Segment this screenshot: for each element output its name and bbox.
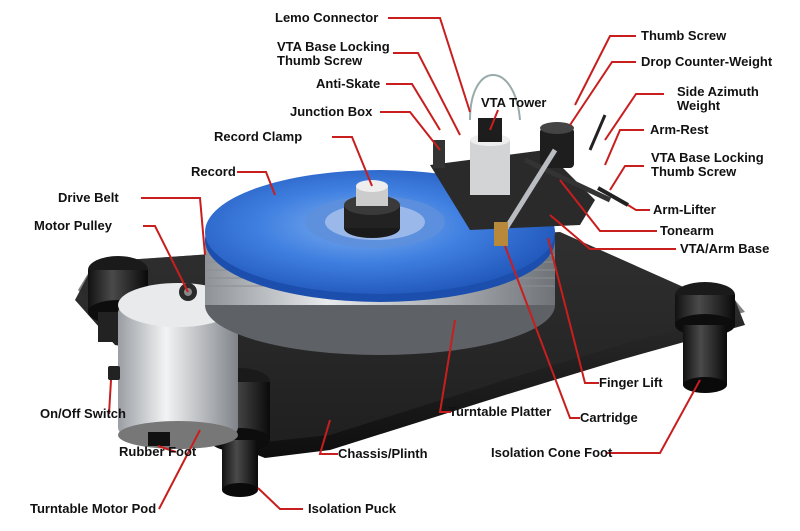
leader-motor-pulley xyxy=(143,225,189,293)
label-vta-arm-base: VTA/Arm Base xyxy=(680,241,770,256)
label-lemo-connector: Lemo Connector xyxy=(275,10,379,25)
tonearm-assembly-shape xyxy=(430,74,629,246)
leader-isolation-puck xyxy=(257,487,303,510)
leader-lemo-connector xyxy=(388,17,471,113)
leader-junction-box xyxy=(380,111,441,151)
leader-thumb-screw xyxy=(574,35,636,106)
leader-turntable-platter xyxy=(438,319,456,413)
leader-isolation-cone xyxy=(606,379,701,454)
label-arm-lifter: Arm-Lifter xyxy=(653,202,716,217)
leader-arm-lifter xyxy=(627,204,650,211)
label-isolation-cone-foot: Isolation Cone Foot xyxy=(491,445,613,460)
leader-vta-locking-right xyxy=(609,165,644,191)
leader-lines xyxy=(108,17,701,510)
label-junction-box: Junction Box xyxy=(290,104,373,119)
label-record: Record xyxy=(191,164,236,179)
label-cartridge: Cartridge xyxy=(580,410,638,425)
label-on-off-switch: On/Off Switch xyxy=(40,406,126,421)
leader-arm-rest xyxy=(604,129,644,166)
leader-on-off-switch xyxy=(108,379,112,415)
label-vta-tower: VTA Tower xyxy=(481,95,547,110)
leader-tonearm xyxy=(559,179,657,232)
label-arm-rest: Arm-Rest xyxy=(650,122,709,137)
leader-vta-arm-base xyxy=(549,214,676,250)
label-vta-base-locking-thumb-screw-left: VTA Base Locking Thumb Screw xyxy=(277,39,390,68)
label-rubber-foot: Rubber Foot xyxy=(119,444,197,459)
label-motor-pulley: Motor Pulley xyxy=(34,218,113,233)
leader-vta-locking-left xyxy=(393,52,461,136)
leader-chassis xyxy=(318,419,338,455)
leader-drive-belt xyxy=(141,197,206,256)
label-record-clamp: Record Clamp xyxy=(214,129,303,144)
label-chassis-plinth: Chassis/Plinth xyxy=(338,446,428,461)
leader-rubber-foot xyxy=(157,445,177,453)
leader-record-clamp xyxy=(332,136,373,187)
label-drive-belt: Drive Belt xyxy=(58,190,119,205)
label-side-azimuth-weight: Side Azimuth Weight xyxy=(677,84,759,113)
label-turntable-platter: Turntable Platter xyxy=(449,404,552,419)
record-clamp-shape xyxy=(344,180,400,238)
leader-anti-skate xyxy=(386,83,441,131)
leader-record xyxy=(237,171,276,196)
label-drop-counter-weight: Drop Counter-Weight xyxy=(641,54,773,69)
label-turntable-motor-pod: Turntable Motor Pod xyxy=(30,501,157,516)
leader-vta-tower xyxy=(489,109,499,131)
label-thumb-screw: Thumb Screw xyxy=(641,28,727,43)
label-finger-lift: Finger Lift xyxy=(599,375,663,390)
label-anti-skate: Anti-Skate xyxy=(316,76,381,91)
leader-cartridge xyxy=(504,245,580,419)
leader-side-azimuth xyxy=(604,93,664,141)
label-vta-base-locking-thumb-screw-right: VTA Base Locking Thumb Screw xyxy=(651,150,764,179)
leader-finger-lift xyxy=(547,237,599,384)
leader-motor-pod xyxy=(158,429,201,510)
leader-drop-counter-weight xyxy=(569,61,636,126)
label-isolation-puck: Isolation Puck xyxy=(308,501,397,516)
label-tonearm: Tonearm xyxy=(660,223,714,238)
